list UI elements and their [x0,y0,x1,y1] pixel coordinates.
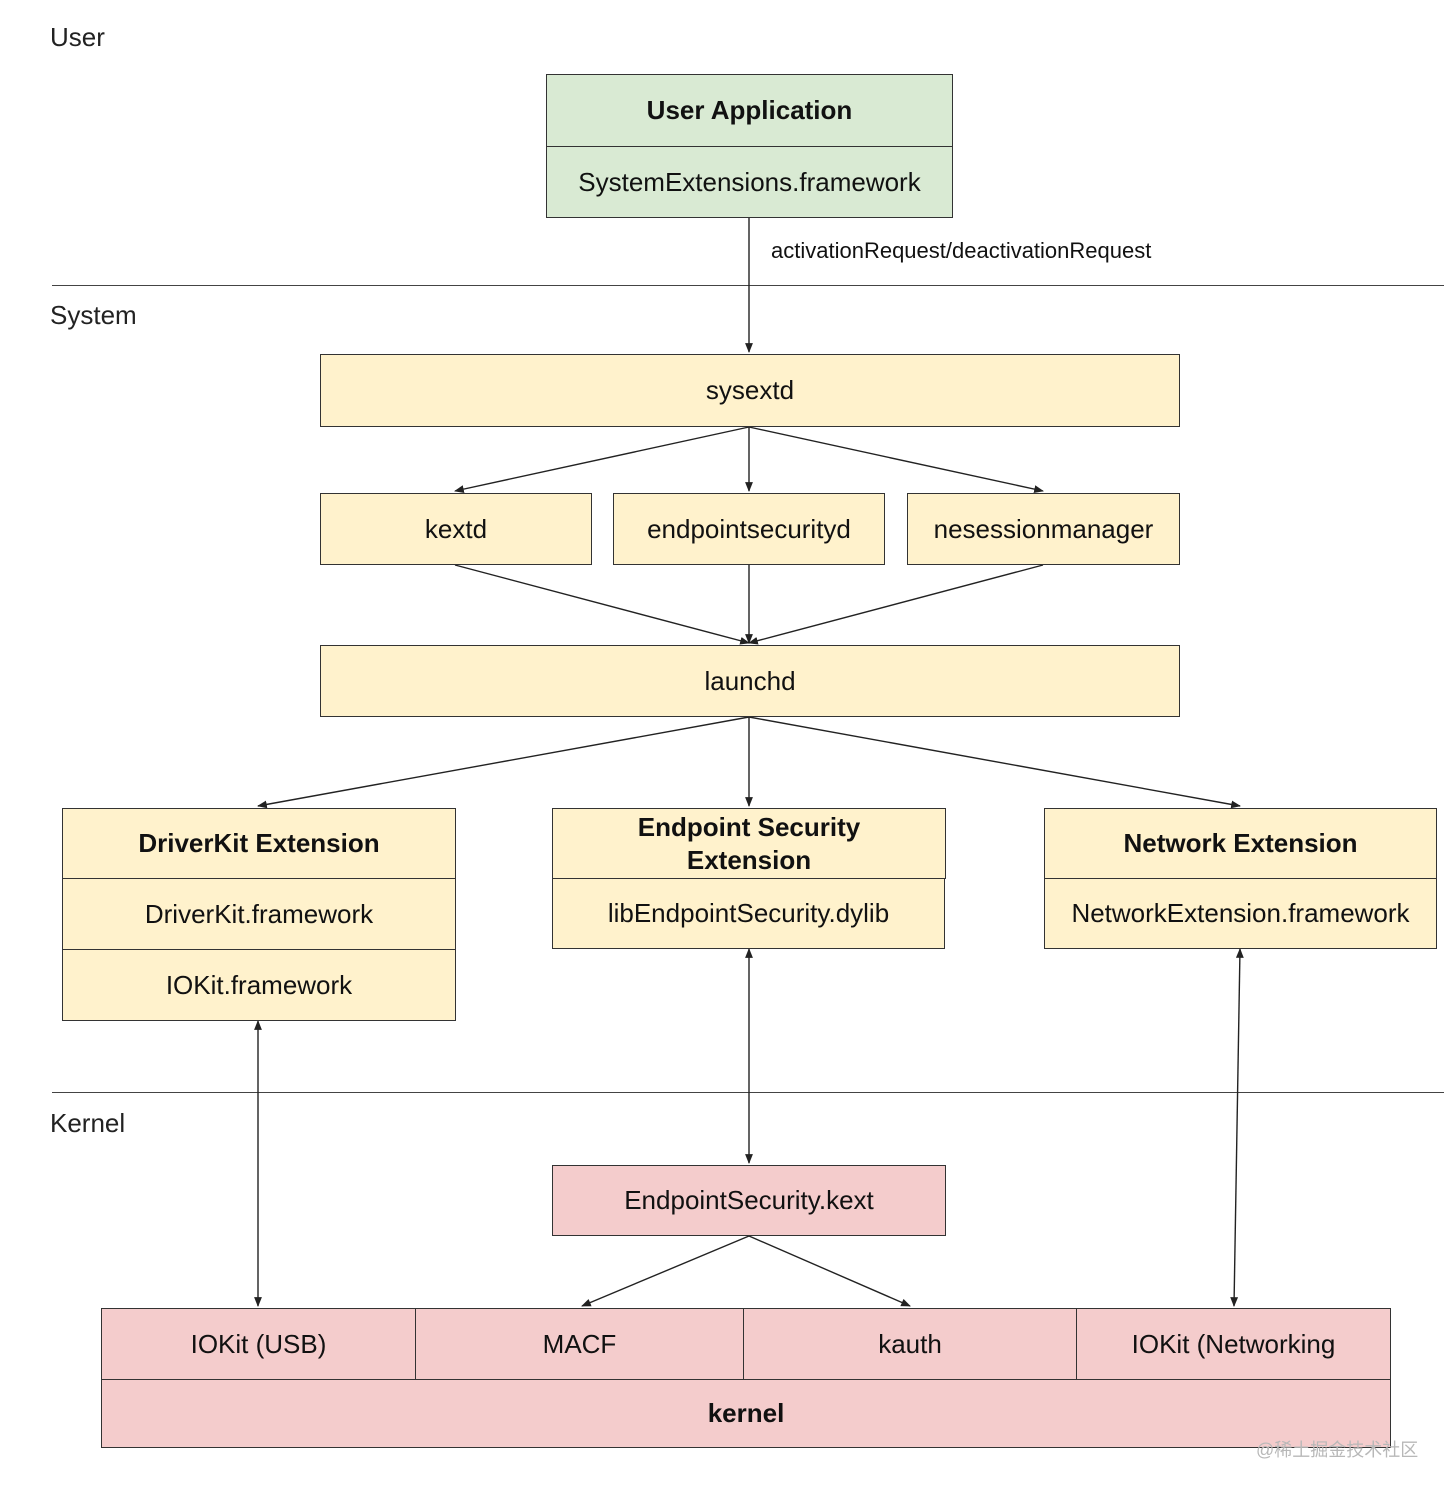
kextd-box: kextd [320,493,592,565]
arrow-kextd-to-launchd [454,564,750,645]
layer-label-system: System [50,300,137,330]
driverkit-extension-box: DriverKit Extension [62,808,456,879]
kextd-label: kextd [424,513,488,544]
networkextension-framework-box: NetworkExtension.framework [1044,878,1437,949]
nesessionmanager-box: nesessionmanager [907,493,1180,565]
systemextensions-framework-box: SystemExtensions.framework [546,146,953,218]
sysextd-label: sysextd [705,375,795,406]
arrow-eskext-to-kauth [748,1235,911,1307]
libendpointsecurity-label: libEndpointSecurity.dylib [607,898,890,929]
network-extension-box: Network Extension [1044,808,1437,879]
sysextd-box: sysextd [320,354,1180,427]
user-system-divider [52,285,1444,286]
iokit-framework-label: IOKit.framework [165,969,353,1000]
network-extension-title: Network Extension [1123,828,1358,859]
nesessionmanager-label: nesessionmanager [933,513,1154,544]
networkextension-framework-label: NetworkExtension.framework [1071,898,1410,929]
launchd-label: launchd [704,665,796,696]
arrow-launchd-to-network-extension [748,716,1241,809]
driverkit-framework-label: DriverKit.framework [144,898,374,929]
user-application-box: User Application [546,74,953,147]
watermark: @稀土掘金技术社区 [1256,1440,1419,1460]
iokit-usb-label: IOKit (USB) [190,1328,327,1359]
activation-request-label: activationRequest/deactivationRequest [771,238,1152,263]
kauth-box: kauth [743,1308,1077,1380]
endpointsecurity-kext-box: EndpointSecurity.kext [552,1165,946,1236]
arrow-eskext-to-macf [581,1235,750,1307]
iokit-networking-box: IOKit (Networking [1076,1308,1391,1380]
arrow-nefw-iokit-networking [1230,948,1244,1307]
layer-label-kernel: Kernel [50,1108,126,1138]
iokit-networking-label: IOKit (Networking [1131,1328,1336,1359]
iokit-framework-box: IOKit.framework [62,949,456,1021]
launchd-box: launchd [320,645,1180,717]
system-kernel-divider [52,1092,1444,1093]
user-application-title: User Application [646,95,853,126]
driverkit-extension-title: DriverKit Extension [138,828,380,859]
endpointsecurityd-box: endpointsecurityd [613,493,885,565]
arrow-nesessionmanager-to-launchd [748,564,1044,645]
iokit-usb-box: IOKit (USB) [101,1308,416,1380]
kernel-box: kernel [101,1379,1391,1448]
endpoint-security-extension-box: Endpoint Security Extension [552,808,946,879]
arrow-sysextd-to-kextd [454,426,750,493]
arrow-sysextd-to-nesessionmanager [748,426,1044,493]
libendpointsecurity-box: libEndpointSecurity.dylib [552,878,945,949]
macf-label: MACF [542,1328,617,1359]
systemextensions-framework-label: SystemExtensions.framework [578,166,921,197]
endpointsecurity-kext-label: EndpointSecurity.kext [624,1185,874,1216]
arrow-launchd-to-driverkit [257,716,750,809]
endpoint-security-extension-title: Endpoint Security Extension [637,812,861,875]
kauth-label: kauth [878,1328,942,1359]
layer-label-user: User [50,22,105,52]
endpointsecurityd-label: endpointsecurityd [647,513,851,544]
kernel-label: kernel [707,1398,785,1429]
macf-box: MACF [415,1308,744,1380]
driverkit-framework-box: DriverKit.framework [62,878,456,950]
